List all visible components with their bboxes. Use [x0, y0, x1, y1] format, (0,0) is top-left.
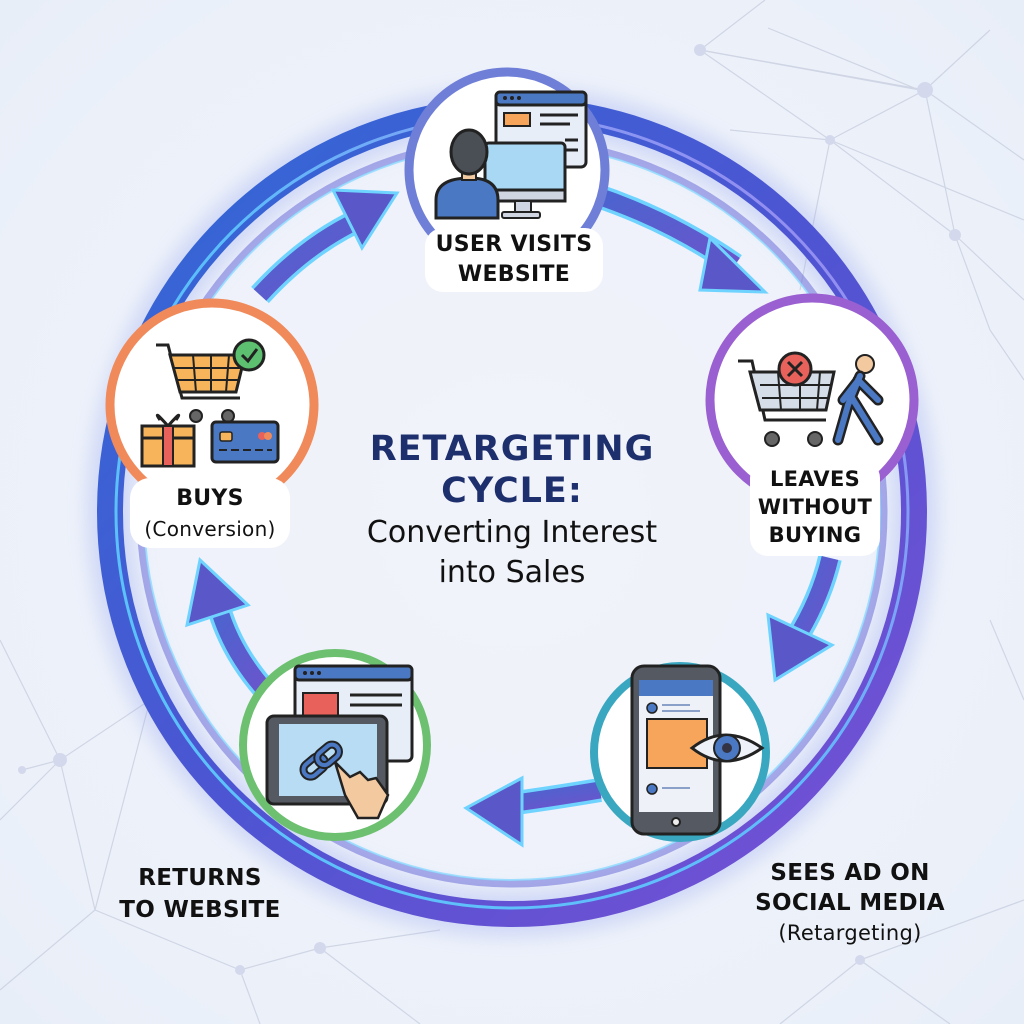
label-leave-line1: LEAVES [769, 467, 861, 491]
title-line2: CYCLE: [441, 471, 583, 511]
label-ad-line2: SOCIAL MEDIA [755, 890, 945, 916]
label-ad-line1: SEES AD ON [770, 860, 930, 886]
subtitle-line2: into Sales [438, 555, 586, 590]
arrow-ad-to-return [463, 775, 602, 848]
node-ad [590, 662, 770, 842]
phone-ad-eye-icon [630, 664, 765, 836]
label-leave: LEAVES WITHOUT BUYING [745, 465, 885, 549]
label-leave-line2: WITHOUT [757, 495, 873, 519]
arrow-return-to-buy [185, 557, 275, 698]
label-buy-sublabel: (Conversion) [144, 517, 276, 541]
tablet-link-tap-icon [265, 664, 414, 820]
cart-check-gift-card-icon [140, 338, 280, 468]
label-ad-sublabel: (Retargeting) [778, 921, 922, 945]
label-buy: BUYS (Conversion) [120, 484, 300, 544]
label-leave-line3: BUYING [768, 523, 862, 547]
label-return-line2: TO WEBSITE [119, 897, 281, 923]
label-buy-line1: BUYS [176, 486, 244, 511]
label-ad: SEES AD ON SOCIAL MEDIA (Retargeting) [730, 858, 970, 948]
node-return [239, 649, 431, 841]
label-return-line1: RETURNS [138, 865, 262, 891]
user-at-computer-icon [434, 90, 588, 220]
arrow-buy-to-visit [251, 188, 400, 304]
label-visit-line1: USER VISITS [435, 232, 593, 257]
node-leave [705, 293, 919, 556]
label-visit: USER VISITS WEBSITE [425, 228, 603, 292]
title-line1: RETARGETING [369, 429, 655, 469]
label-return: RETURNS TO WEBSITE [100, 862, 300, 926]
node-visit [404, 67, 610, 273]
arrow-leave-to-ad [766, 555, 842, 683]
node-buy [105, 298, 319, 548]
center-title: RETARGETING CYCLE: Converting Interest i… [312, 428, 712, 592]
arrow-visit-to-leave [591, 183, 769, 294]
subtitle-line1: Converting Interest [366, 515, 658, 550]
abandoned-cart-walking-icon [738, 351, 884, 447]
label-visit-line2: WEBSITE [457, 262, 571, 287]
